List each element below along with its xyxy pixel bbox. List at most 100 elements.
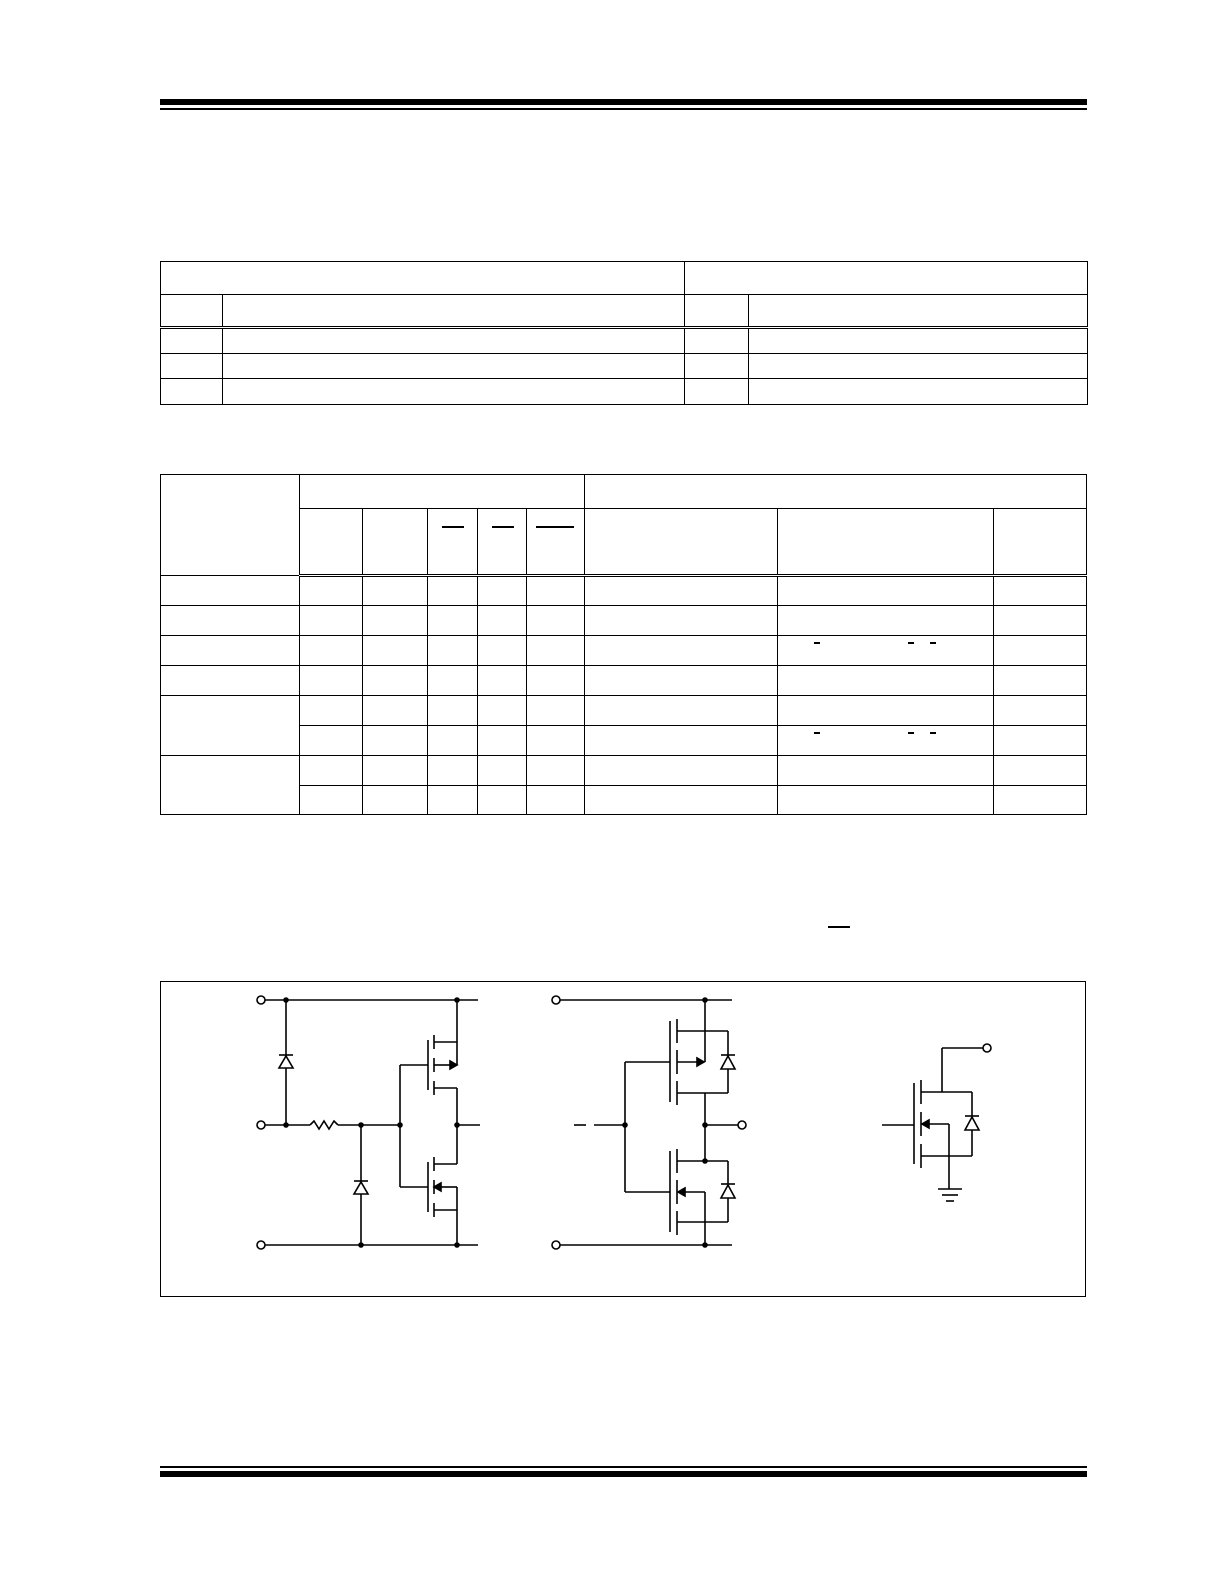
truth-table-cell (525, 665, 586, 696)
overbar (930, 642, 937, 644)
footer-rule-thick (160, 1471, 1087, 1477)
truth-table-col-header (477, 508, 527, 577)
truth-table-cell (362, 695, 428, 726)
truth-table-cell (777, 755, 995, 786)
pin-table-cell (160, 327, 223, 354)
truth-table-col-header (427, 508, 478, 577)
table-row (160, 755, 1088, 815)
pin-table-cell (684, 378, 749, 405)
table-row (160, 378, 1088, 405)
terminal-icon (256, 1120, 266, 1130)
truth-table-col-header (362, 508, 428, 577)
pin-table-header-row (160, 261, 1088, 295)
header-rule-thin (160, 108, 1087, 110)
truth-table-cell (525, 725, 586, 756)
input-stage-schematic (256, 995, 480, 1250)
truth-table-cell (160, 635, 300, 666)
output-stage-schematic (551, 995, 747, 1250)
pin-table-header-left (160, 261, 685, 295)
diode-icon (352, 1180, 370, 1195)
pin-table-cell (748, 294, 1088, 329)
truth-table-cell (299, 725, 363, 756)
mosfet-icon (669, 1149, 706, 1235)
truth-table-col-header (299, 508, 363, 577)
truth-table-col-header (525, 508, 586, 577)
diode-icon (719, 1183, 737, 1199)
truth-table-cell (160, 605, 300, 636)
truth-table-column-row (161, 508, 1088, 577)
overbar (930, 732, 937, 734)
pin-table-cell (222, 378, 685, 405)
overbar (908, 642, 915, 644)
truth-table-cell (427, 665, 478, 696)
pin-table-cell (160, 294, 223, 329)
truth-table-cell (993, 695, 1088, 726)
table-row (161, 785, 1088, 815)
pin-table-cell (684, 294, 749, 329)
truth-table-cell (160, 755, 300, 815)
terminal-icon (551, 995, 561, 1005)
mosfet-icon (669, 1019, 706, 1105)
truth-table-group-row (160, 474, 1088, 576)
table-row (160, 327, 1088, 354)
table-row (160, 353, 1088, 379)
truth-table-cell (362, 665, 428, 696)
terminal-icon (256, 995, 266, 1005)
truth-table-cell (993, 785, 1088, 815)
truth-table-cell (584, 605, 779, 636)
pin-table-cell (160, 378, 223, 405)
truth-table-cell (584, 785, 779, 815)
truth-table-cell (299, 785, 363, 815)
footer-rule-thin (160, 1466, 1087, 1468)
overbar (536, 526, 574, 528)
truth-table-corner (160, 474, 300, 576)
pin-table-header-right (684, 261, 1088, 295)
ground-icon (938, 1188, 962, 1202)
truth-table-col-header (993, 508, 1088, 577)
open-drain-schematic (882, 1043, 992, 1202)
terminal-icon (737, 1120, 747, 1130)
truth-table-cell (525, 575, 586, 606)
terminal-icon (256, 1240, 266, 1250)
mosfet-icon (427, 1125, 458, 1245)
overbar (908, 732, 915, 734)
truth-table-cell (993, 575, 1088, 606)
pin-table-cell (748, 353, 1088, 379)
table-row (160, 575, 1088, 606)
truth-table-cell (777, 725, 995, 756)
overbar (814, 642, 821, 644)
truth-table-cell (160, 695, 300, 756)
pin-table-cell (748, 327, 1088, 354)
pin-table-cell (748, 378, 1088, 405)
truth-table-cell (160, 575, 300, 606)
diode-icon (963, 1115, 981, 1131)
truth-table-cell (362, 575, 428, 606)
mosfet-icon (427, 1000, 459, 1125)
truth-table-cell (525, 755, 586, 786)
truth-table-cell (777, 785, 995, 815)
truth-table-cell (477, 665, 527, 696)
pin-table-cell (222, 327, 685, 354)
diode-icon (719, 1054, 737, 1070)
schematic-figure (160, 981, 1086, 1297)
truth-table-cell (584, 635, 779, 666)
truth-table-cell (777, 665, 995, 696)
table-row (160, 695, 1088, 756)
truth-table-cell (525, 635, 586, 666)
terminal-icon (551, 1240, 561, 1250)
truth-table-cell (777, 635, 995, 666)
pin-table-subheader-row (160, 294, 1088, 329)
truth-table-cell (525, 605, 586, 636)
truth-table-col-header (584, 508, 779, 577)
truth-table-cell (477, 785, 527, 815)
truth-table-cell (525, 785, 586, 815)
header-rule-thick (160, 99, 1087, 105)
truth-table-cell (299, 695, 363, 726)
truth-table (160, 474, 1088, 815)
overbar (492, 526, 514, 528)
terminal-icon (982, 1043, 992, 1053)
pin-table (160, 261, 1088, 405)
truth-table-cell (584, 695, 779, 726)
resistor-icon (309, 1119, 339, 1131)
